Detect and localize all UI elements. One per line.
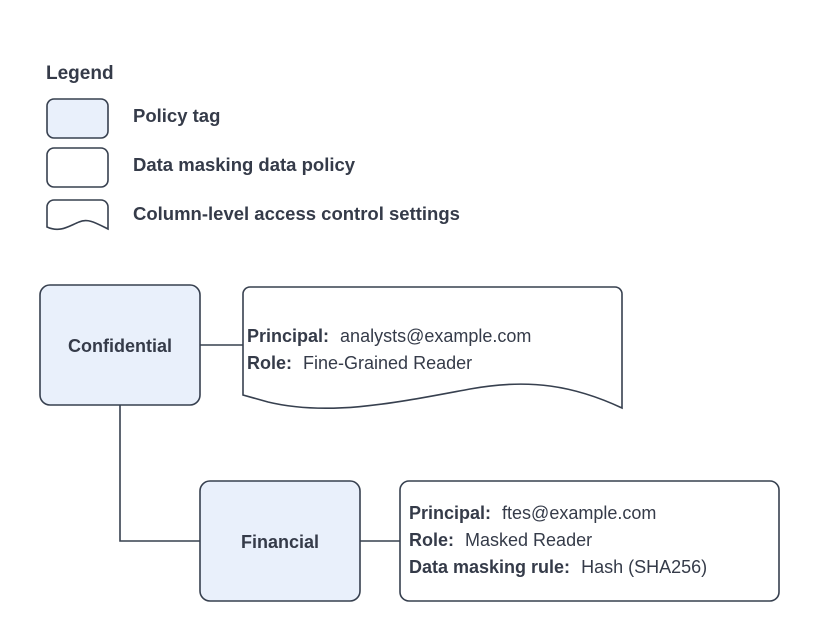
legend-swatch-data-masking-policy	[46, 147, 109, 188]
callout-masking-line-role: Role: Masked Reader	[409, 530, 592, 550]
legend-label-data-masking-policy: Data masking data policy	[133, 154, 356, 175]
legend-label-policy-tag: Policy tag	[133, 105, 220, 126]
callout-masking-rule-key: Data masking rule:	[409, 557, 570, 577]
callout-masking-principal-key: Principal:	[409, 503, 491, 523]
callout-masking-line-principal: Principal: ftes@example.com	[409, 503, 656, 523]
callout-access-line-principal: Principal: analysts@example.com	[247, 326, 531, 346]
callout-financial-masking-policy[interactable]	[399, 480, 780, 602]
callout-masking-role-key: Role:	[409, 530, 454, 550]
node-financial-label: Financial	[241, 532, 319, 552]
callout-masking-rule-value: Hash (SHA256)	[581, 557, 707, 577]
callout-access-role-value: Fine-Grained Reader	[303, 353, 472, 373]
legend-swatch-policy-tag	[46, 98, 109, 139]
connector-confidential-to-financial	[119, 405, 200, 542]
callout-access-role-key: Role:	[247, 353, 292, 373]
callout-access-principal-value: analysts@example.com	[340, 326, 531, 346]
legend-title: Legend	[46, 63, 114, 84]
legend-label-column-access-settings: Column-level access control settings	[133, 203, 460, 224]
node-confidential-label: Confidential	[68, 336, 172, 356]
callout-access-principal-key: Principal:	[247, 326, 329, 346]
node-confidential[interactable]	[39, 284, 201, 406]
callout-confidential-access-settings[interactable]	[242, 286, 623, 410]
node-financial[interactable]	[199, 480, 361, 602]
callout-masking-principal-value: ftes@example.com	[502, 503, 656, 523]
callout-access-line-role: Role: Fine-Grained Reader	[247, 353, 472, 373]
callout-masking-line-rule: Data masking rule: Hash (SHA256)	[409, 557, 707, 577]
callout-masking-role-value: Masked Reader	[465, 530, 592, 550]
legend-swatch-column-access-settings	[46, 199, 109, 231]
